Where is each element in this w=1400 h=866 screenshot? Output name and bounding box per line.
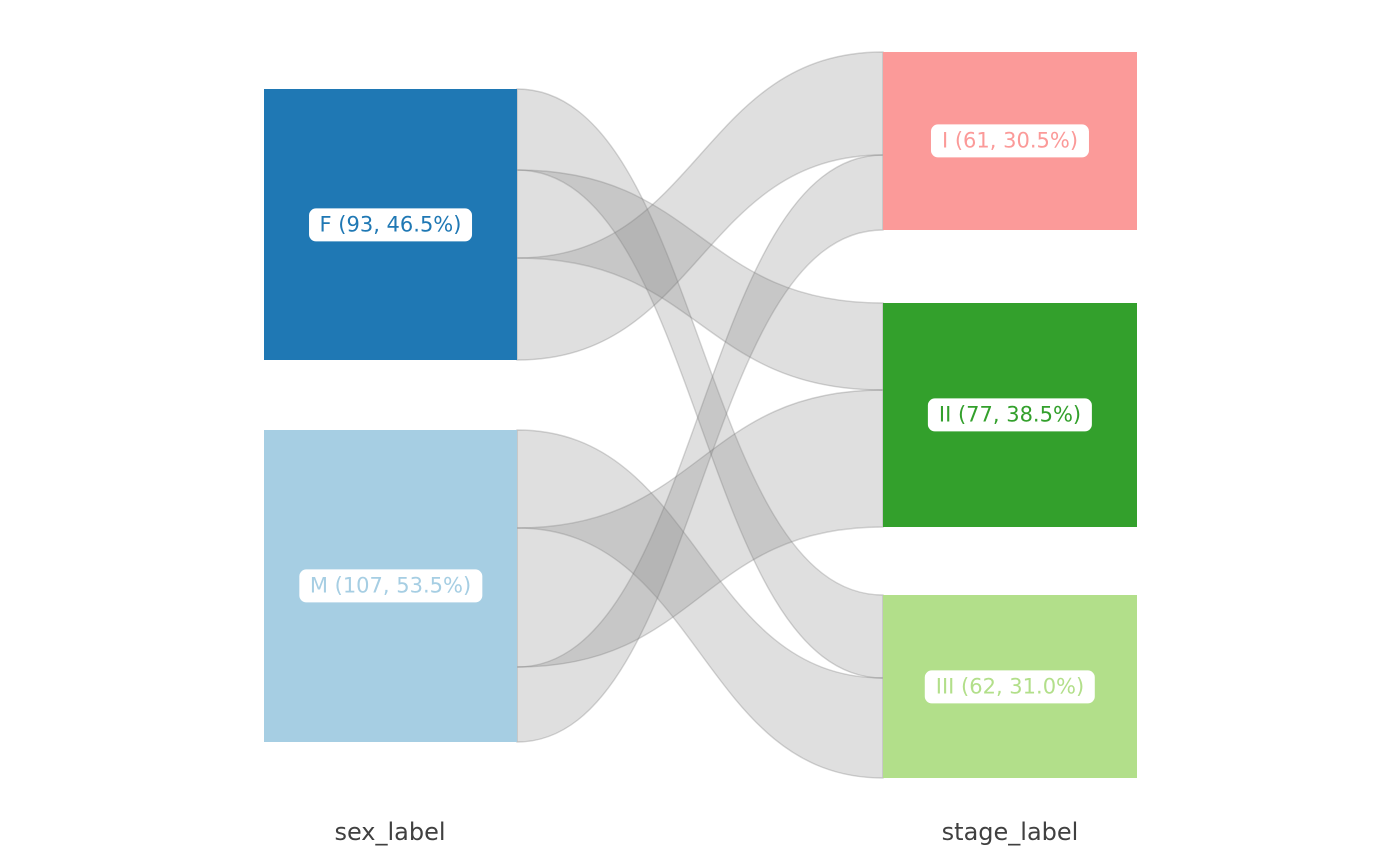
node-label-stage-ii: II (77, 38.5%) (927, 398, 1093, 432)
node-label-m: M (107, 53.5%) (298, 569, 483, 603)
node-label-f: F (93, 46.5%) (308, 207, 473, 242)
axis-label-stage: stage_label (941, 818, 1079, 846)
node-label-stage-i: I (61, 30.5%) (930, 124, 1090, 158)
axis-label-sex: sex_label (334, 818, 446, 846)
node-label-stage-iii: III (62, 31.0%) (924, 669, 1096, 704)
